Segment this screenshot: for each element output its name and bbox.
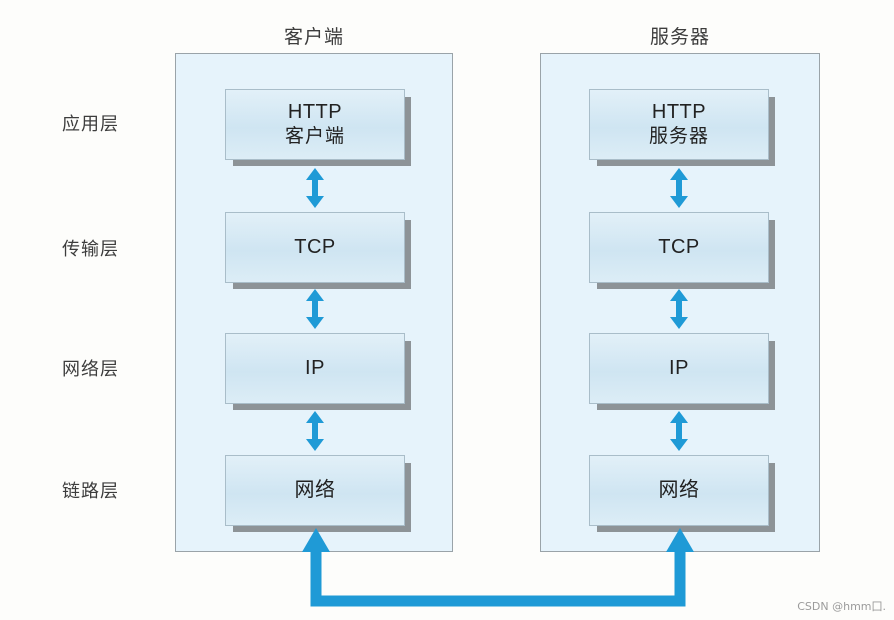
proto-box-line1: 网络 xyxy=(294,479,336,501)
proto-box-line1: IP xyxy=(305,357,325,379)
proto-box-server-link[interactable]: 网络 xyxy=(589,455,769,526)
proto-box-line1: 网络 xyxy=(658,479,700,501)
layer-label-transport: 传输层 xyxy=(62,239,119,259)
proto-box-client-application[interactable]: HTTP 客户端 xyxy=(225,89,405,160)
proto-box-line1: TCP xyxy=(658,236,700,258)
column-title-server: 服务器 xyxy=(649,27,710,48)
arrow-client-network-link xyxy=(304,411,326,451)
proto-box-line1: HTTP xyxy=(287,101,343,124)
proto-box-line2: 客户端 xyxy=(284,126,345,148)
proto-box-line1: IP xyxy=(669,357,689,379)
proto-box-server-network[interactable]: IP xyxy=(589,333,769,404)
proto-box-client-network[interactable]: IP xyxy=(225,333,405,404)
watermark-text: CSDN @hmm囗. xyxy=(797,600,886,613)
proto-box-line1: HTTP xyxy=(651,101,707,124)
proto-box-server-application[interactable]: HTTP 服务器 xyxy=(589,89,769,160)
layer-label-network: 网络层 xyxy=(62,359,119,379)
proto-box-line2: 服务器 xyxy=(648,126,709,148)
arrow-server-network-link xyxy=(668,411,690,451)
proto-box-line1: TCP xyxy=(294,236,336,258)
layer-label-link: 链路层 xyxy=(62,481,119,501)
proto-box-client-transport[interactable]: TCP xyxy=(225,212,405,283)
arrow-client-transport-network xyxy=(304,289,326,329)
arrow-client-app-transport xyxy=(304,168,326,208)
layer-label-application: 应用层 xyxy=(62,114,119,134)
arrow-server-app-transport xyxy=(668,168,690,208)
proto-box-server-transport[interactable]: TCP xyxy=(589,212,769,283)
column-title-client: 客户端 xyxy=(283,27,344,48)
arrow-server-transport-network xyxy=(668,289,690,329)
proto-box-client-link[interactable]: 网络 xyxy=(225,455,405,526)
